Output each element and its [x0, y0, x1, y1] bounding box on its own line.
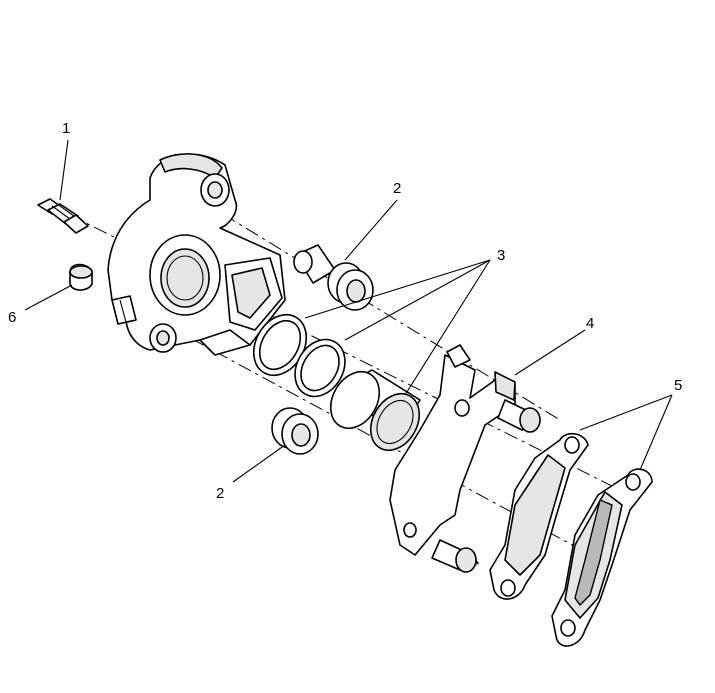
caliper-body: [107, 153, 286, 356]
brake-pad-inner: [489, 432, 589, 600]
guide-pin-lower: [271, 407, 319, 455]
callout-2-upper: 2: [393, 180, 401, 197]
callout-1: 1: [62, 120, 70, 137]
piston-seal-inner: [294, 338, 346, 398]
piston: [329, 369, 421, 452]
leader-lines: [24, 139, 673, 483]
callout-5: 5: [674, 377, 682, 394]
piston-seal-outer: [252, 314, 308, 376]
bleeder-screw: [37, 198, 89, 234]
callout-4: 4: [586, 315, 594, 332]
caliper-bracket: [389, 344, 541, 573]
callout-2-lower: 2: [216, 485, 224, 502]
brake-pad-outer: [551, 468, 653, 647]
callout-3: 3: [497, 247, 505, 264]
callout-6: 6: [8, 309, 16, 326]
bleeder-cap: [69, 263, 93, 291]
